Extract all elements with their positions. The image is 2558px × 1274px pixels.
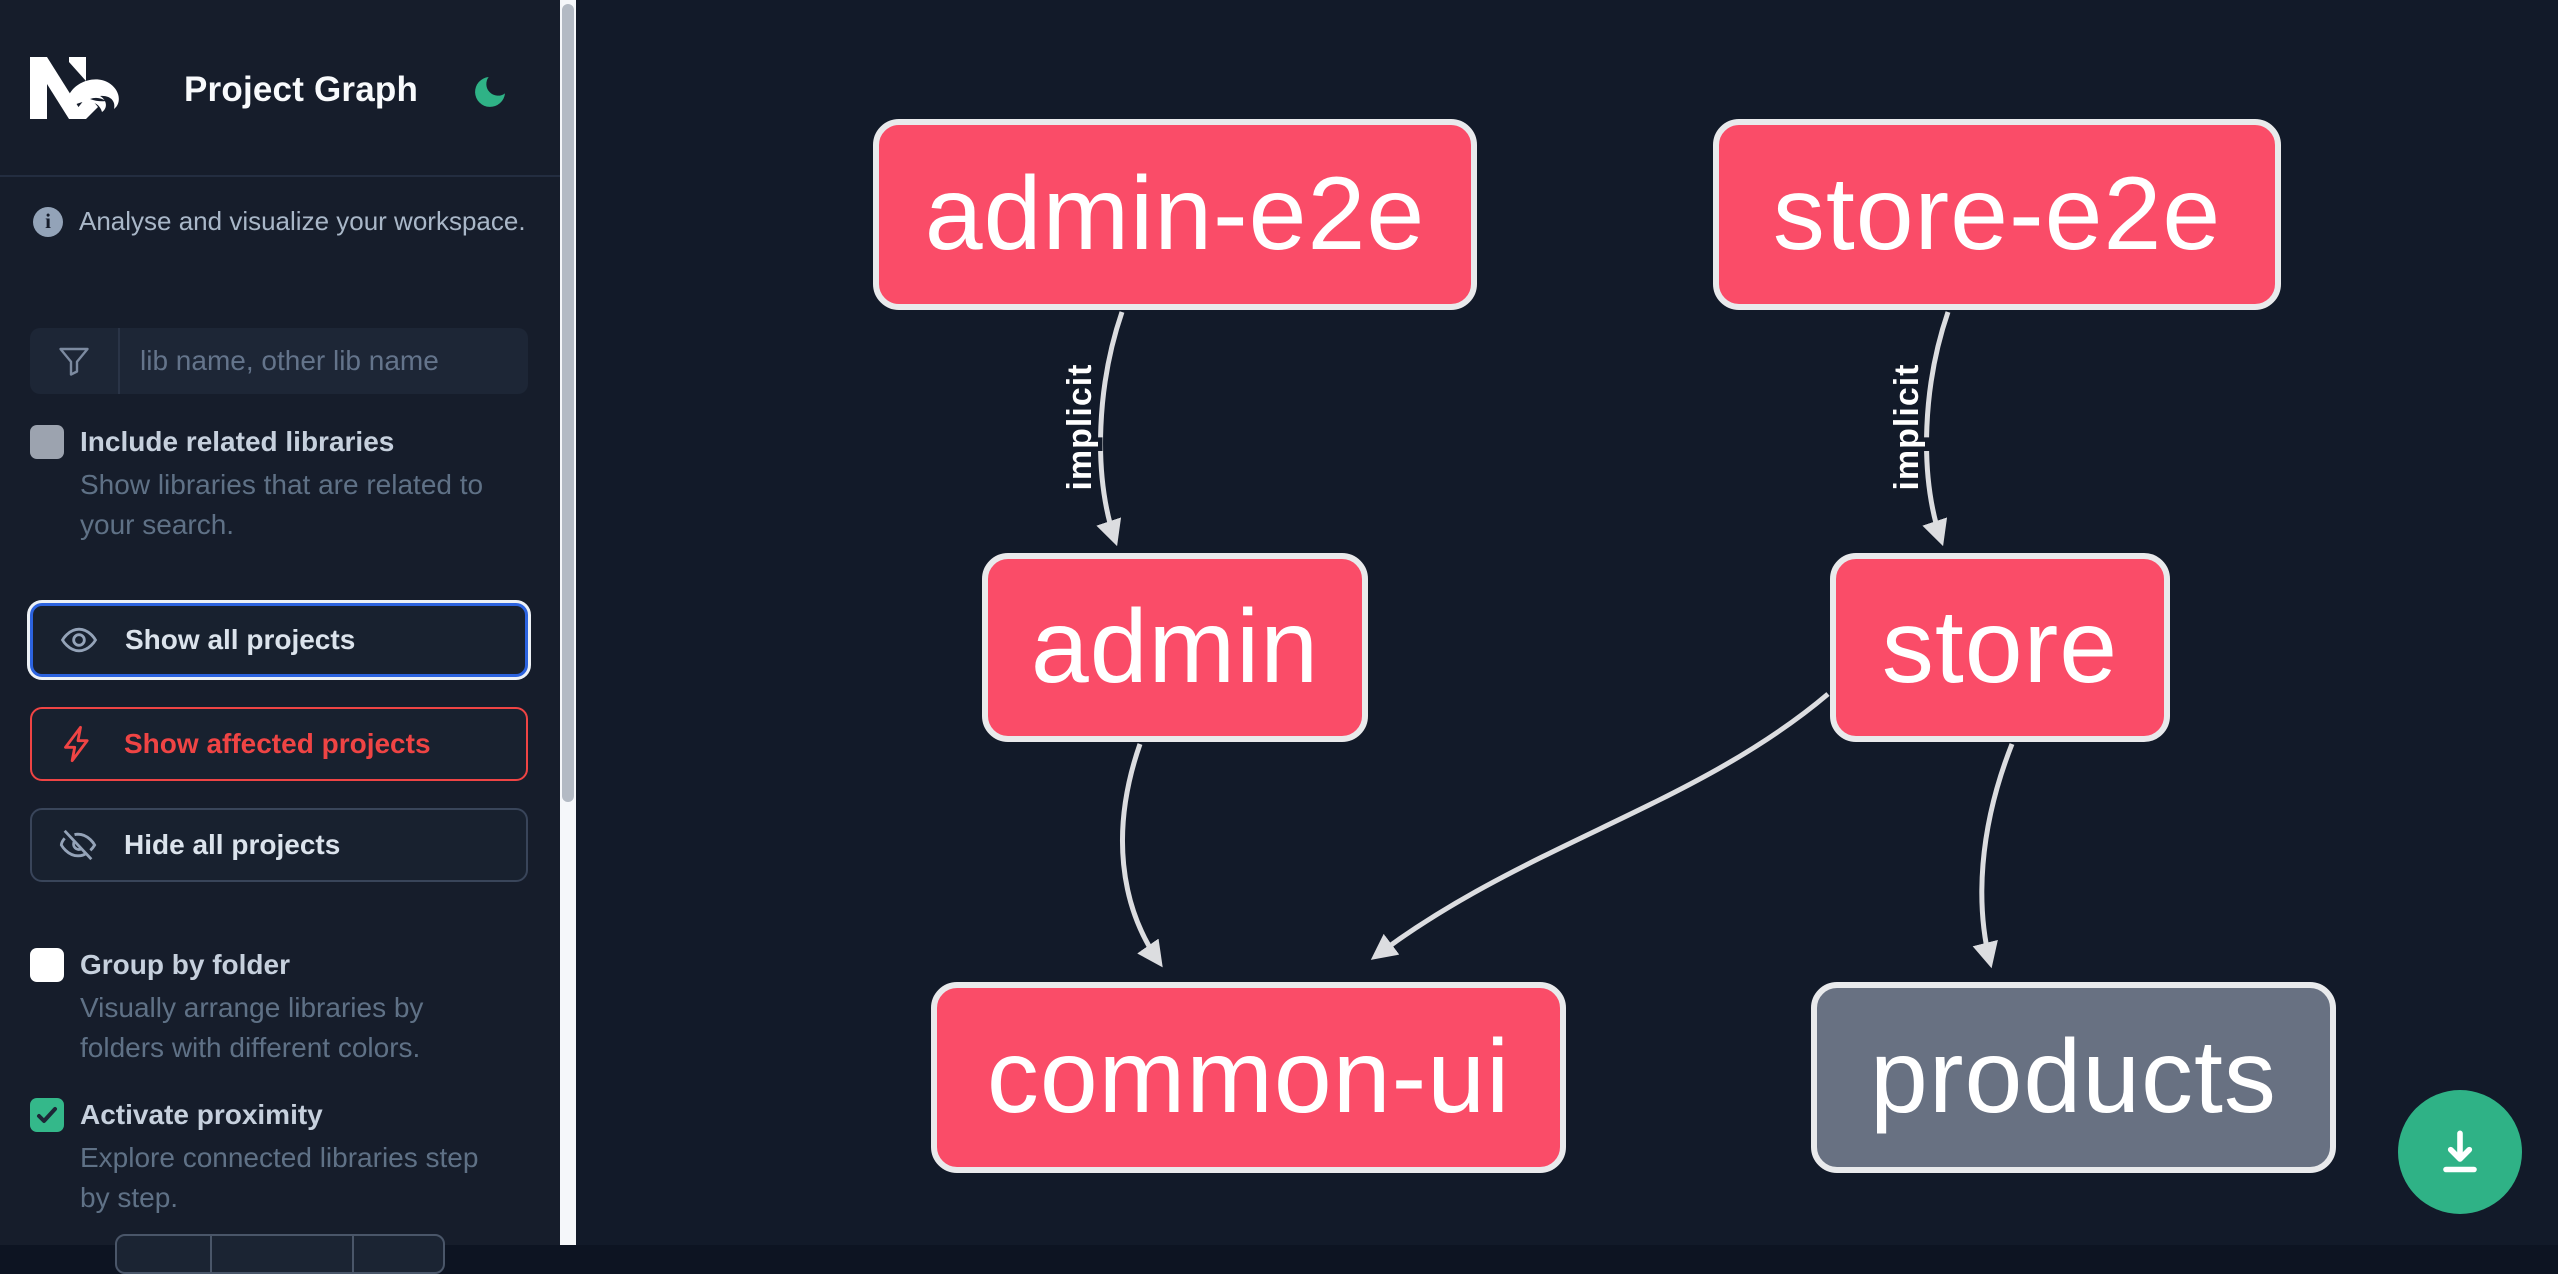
toggle-activate-proximity[interactable]: Activate proximity Explore connected lib… (30, 1098, 530, 1218)
edge-store-common-ui (1370, 692, 1830, 960)
edge-store-e2e-store (1922, 311, 1951, 547)
bolt-icon (64, 725, 89, 763)
proximity-depth-stepper[interactable] (115, 1234, 445, 1274)
eye-slash-icon (59, 829, 97, 861)
graph-node-store[interactable]: store (1830, 553, 2170, 742)
sidebar-header: Project Graph (0, 0, 560, 177)
graph-node-admin[interactable]: admin (982, 553, 1368, 742)
edge-admin-common-ui (1120, 743, 1163, 968)
download-graph-button[interactable] (2398, 1090, 2522, 1214)
edge-label-implicit: implicit (1888, 363, 1926, 490)
graph-node-admin-e2e[interactable]: admin-e2e (873, 119, 1477, 310)
stepper-increment[interactable] (352, 1236, 443, 1272)
graph-node-store-e2e[interactable]: store-e2e (1713, 119, 2281, 310)
toggle-description: Explore connected libraries step by step… (80, 1142, 479, 1213)
button-label: Hide all projects (124, 829, 341, 860)
checkbox-group-by-folder[interactable] (30, 948, 64, 982)
graph-node-products[interactable]: products (1811, 982, 2336, 1173)
stepper-decrement[interactable] (117, 1236, 210, 1272)
toggle-label: Activate proximity (80, 1099, 323, 1130)
page-title: Project Graph (184, 70, 419, 109)
button-label: Show all projects (125, 624, 356, 655)
nx-logo (30, 57, 119, 119)
toggle-description: Show libraries that are related to your … (80, 469, 484, 540)
moon-icon[interactable] (470, 72, 510, 112)
search-input[interactable] (120, 328, 528, 394)
toggle-group-by-folder[interactable]: Group by folder Visually arrange librari… (30, 948, 530, 1068)
info-icon: i (33, 206, 63, 237)
toggle-description: Visually arrange libraries by folders wi… (80, 992, 424, 1063)
sidebar: Project Graph i Analyse and visualize yo… (0, 0, 560, 1274)
show-all-projects-button[interactable]: Show all projects (30, 603, 528, 677)
eye-icon (60, 627, 98, 653)
edge-admin-e2e-admin (1096, 311, 1125, 547)
edge-store-products (1972, 743, 2015, 969)
check-icon (37, 1107, 57, 1123)
sidebar-scrollbar-track[interactable] (560, 0, 576, 1245)
project-graph-canvas[interactable]: implicit implicit admin-e2e store-e2e ad… (576, 0, 2558, 1245)
button-label: Show affected projects (124, 728, 431, 759)
workspace-tagline: Analyse and visualize your workspace. (79, 206, 526, 236)
show-affected-projects-button[interactable]: Show affected projects (30, 707, 528, 781)
sidebar-scrollbar-thumb[interactable] (562, 4, 574, 802)
hide-all-projects-button[interactable]: Hide all projects (30, 808, 528, 882)
stepper-value (210, 1236, 352, 1272)
checkbox-activate-proximity[interactable] (30, 1098, 64, 1132)
toggle-label: Group by folder (80, 949, 290, 980)
graph-node-common-ui[interactable]: common-ui (931, 982, 1566, 1173)
dependency-edges: implicit implicit (1056, 311, 2015, 969)
project-filter-box (30, 328, 528, 394)
checkbox-include-related[interactable] (30, 425, 64, 459)
toggle-include-related[interactable]: Include related libraries Show libraries… (30, 425, 530, 545)
download-icon (2443, 1130, 2477, 1173)
funnel-icon (30, 328, 120, 394)
edge-label-implicit: implicit (1061, 363, 1099, 490)
workspace-tagline-row: i Analyse and visualize your workspace. (33, 206, 526, 237)
toggle-label: Include related libraries (80, 426, 395, 457)
